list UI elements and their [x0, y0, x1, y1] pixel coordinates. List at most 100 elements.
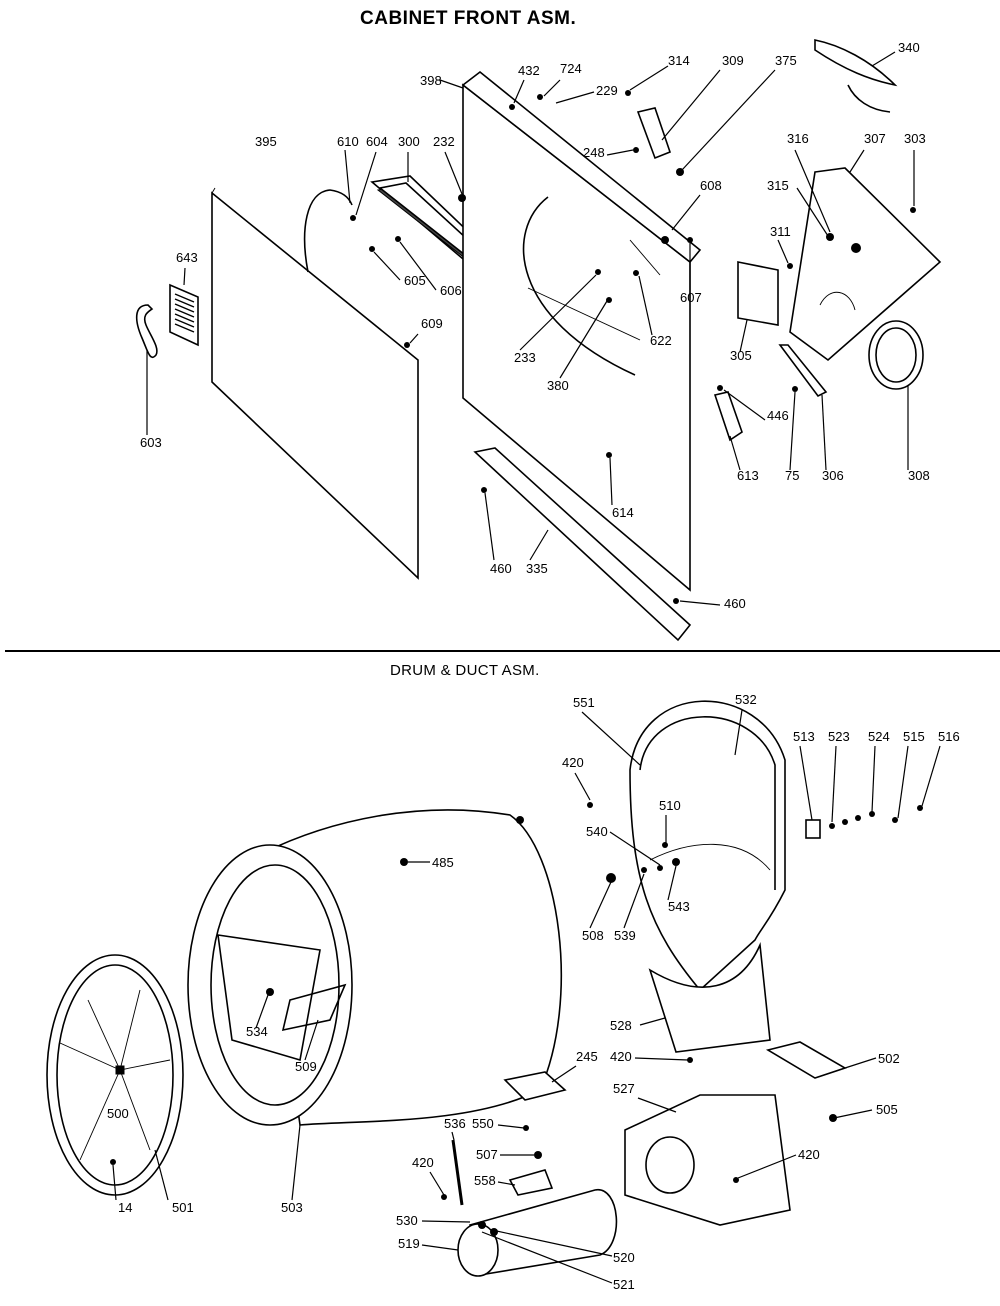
callout-527: 527	[613, 1081, 635, 1096]
callout-485: 485	[432, 855, 454, 870]
callout-530: 530	[396, 1213, 418, 1228]
callout-75: 75	[785, 468, 799, 483]
section-title-drum-duct: DRUM & DUCT ASM.	[390, 662, 540, 679]
callout-446: 446	[767, 408, 789, 423]
callout-528: 528	[610, 1018, 632, 1033]
leader-line-543	[667, 865, 677, 901]
leader-line-502	[844, 1057, 877, 1069]
leader-line-608	[671, 194, 701, 231]
callout-315: 315	[767, 178, 789, 193]
callout-303: 303	[904, 131, 926, 146]
leader-line-340	[871, 51, 896, 67]
part-501-front-bulkhead	[46, 954, 184, 1196]
callout-245: 245	[576, 1049, 598, 1064]
leader-line-523	[831, 745, 837, 823]
leader-line-604	[355, 151, 377, 216]
leader-line-614	[609, 457, 613, 506]
callout-524: 524	[868, 729, 890, 744]
callout-305: 305	[730, 348, 752, 363]
callout-375: 375	[775, 53, 797, 68]
leader-line-532	[734, 709, 743, 756]
callout-500: 500	[107, 1106, 129, 1121]
callout-340: 340	[898, 40, 920, 55]
leader-line-309	[661, 69, 721, 141]
leader-line-398	[439, 79, 464, 89]
leader-line-515	[897, 745, 909, 819]
callout-550: 550	[472, 1116, 494, 1131]
part-395-door-panel	[211, 191, 419, 580]
part-308-seal-ring	[868, 320, 924, 390]
leader-line-530	[421, 1220, 471, 1223]
callout-311: 311	[770, 224, 791, 239]
leader-line-305	[739, 319, 748, 353]
leader-line-516	[921, 745, 941, 807]
part-245-plate	[503, 1071, 567, 1101]
leader-line-233	[519, 274, 597, 351]
part-309-hinge	[636, 107, 672, 160]
leader-line-513	[799, 745, 813, 821]
part-603-door-handle	[135, 304, 158, 359]
callout-309: 309	[722, 53, 744, 68]
leader-line-551	[581, 711, 641, 766]
part-613-bracket	[713, 391, 743, 442]
callout-300: 300	[398, 134, 420, 149]
callout-539: 539	[614, 928, 636, 943]
part-558-bracket	[508, 1169, 554, 1196]
leader-line-609	[409, 333, 419, 344]
leader-line-521	[481, 1231, 613, 1284]
part-503-drum	[187, 809, 563, 1126]
callout-335: 335	[526, 561, 548, 576]
callout-515: 515	[903, 729, 925, 744]
callout-233: 233	[514, 350, 536, 365]
leader-line-622	[638, 275, 653, 336]
leader-line-229	[555, 91, 595, 104]
leader-line-14	[112, 1164, 117, 1201]
leader-line-248	[606, 149, 634, 156]
leader-line-610	[344, 149, 351, 204]
leader-line-316	[794, 149, 831, 233]
leader-line-605	[373, 251, 401, 281]
callout-460: 460	[490, 561, 512, 576]
part-502-plate	[765, 1041, 847, 1079]
callout-314: 314	[668, 53, 690, 68]
leader-line-528	[639, 1017, 666, 1026]
callout-510: 510	[659, 798, 681, 813]
part-536-pin	[451, 1139, 464, 1206]
leader-line-536	[451, 1131, 455, 1141]
callout-523: 523	[828, 729, 850, 744]
callout-558: 558	[474, 1173, 496, 1188]
callout-551: 551	[573, 695, 595, 710]
callout-460: 460	[724, 596, 746, 611]
part-527-blower-housing	[624, 1094, 791, 1226]
leader-line-380	[559, 300, 608, 379]
leader-line-524	[871, 745, 876, 813]
leader-line-519	[421, 1244, 459, 1251]
leader-line-527	[637, 1097, 677, 1113]
leader-line-420	[737, 1154, 797, 1179]
leader-line-375	[681, 69, 776, 171]
callout-14: 14	[118, 1200, 132, 1215]
leader-line-75	[789, 391, 796, 471]
callout-432: 432	[518, 63, 540, 78]
callout-724: 724	[560, 61, 582, 76]
leader-line-540	[609, 831, 661, 866]
callout-398: 398	[420, 73, 442, 88]
leader-line-420	[429, 1171, 445, 1196]
callout-643: 643	[176, 250, 198, 265]
leader-line-446	[723, 389, 766, 421]
leader-line-245	[551, 1065, 577, 1083]
callout-603: 603	[140, 435, 162, 450]
part-398-cabinet-front	[461, 70, 702, 592]
hardware-drum-fasteners	[110, 802, 923, 1236]
callout-609: 609	[421, 316, 443, 331]
callout-229: 229	[596, 83, 618, 98]
leader-line-460	[679, 600, 721, 606]
callout-606: 606	[440, 283, 462, 298]
callout-502: 502	[878, 1051, 900, 1066]
callout-308: 308	[908, 468, 930, 483]
callout-608: 608	[700, 178, 722, 193]
leader-line-311	[777, 239, 789, 264]
part-643-vent-grille	[169, 283, 199, 347]
